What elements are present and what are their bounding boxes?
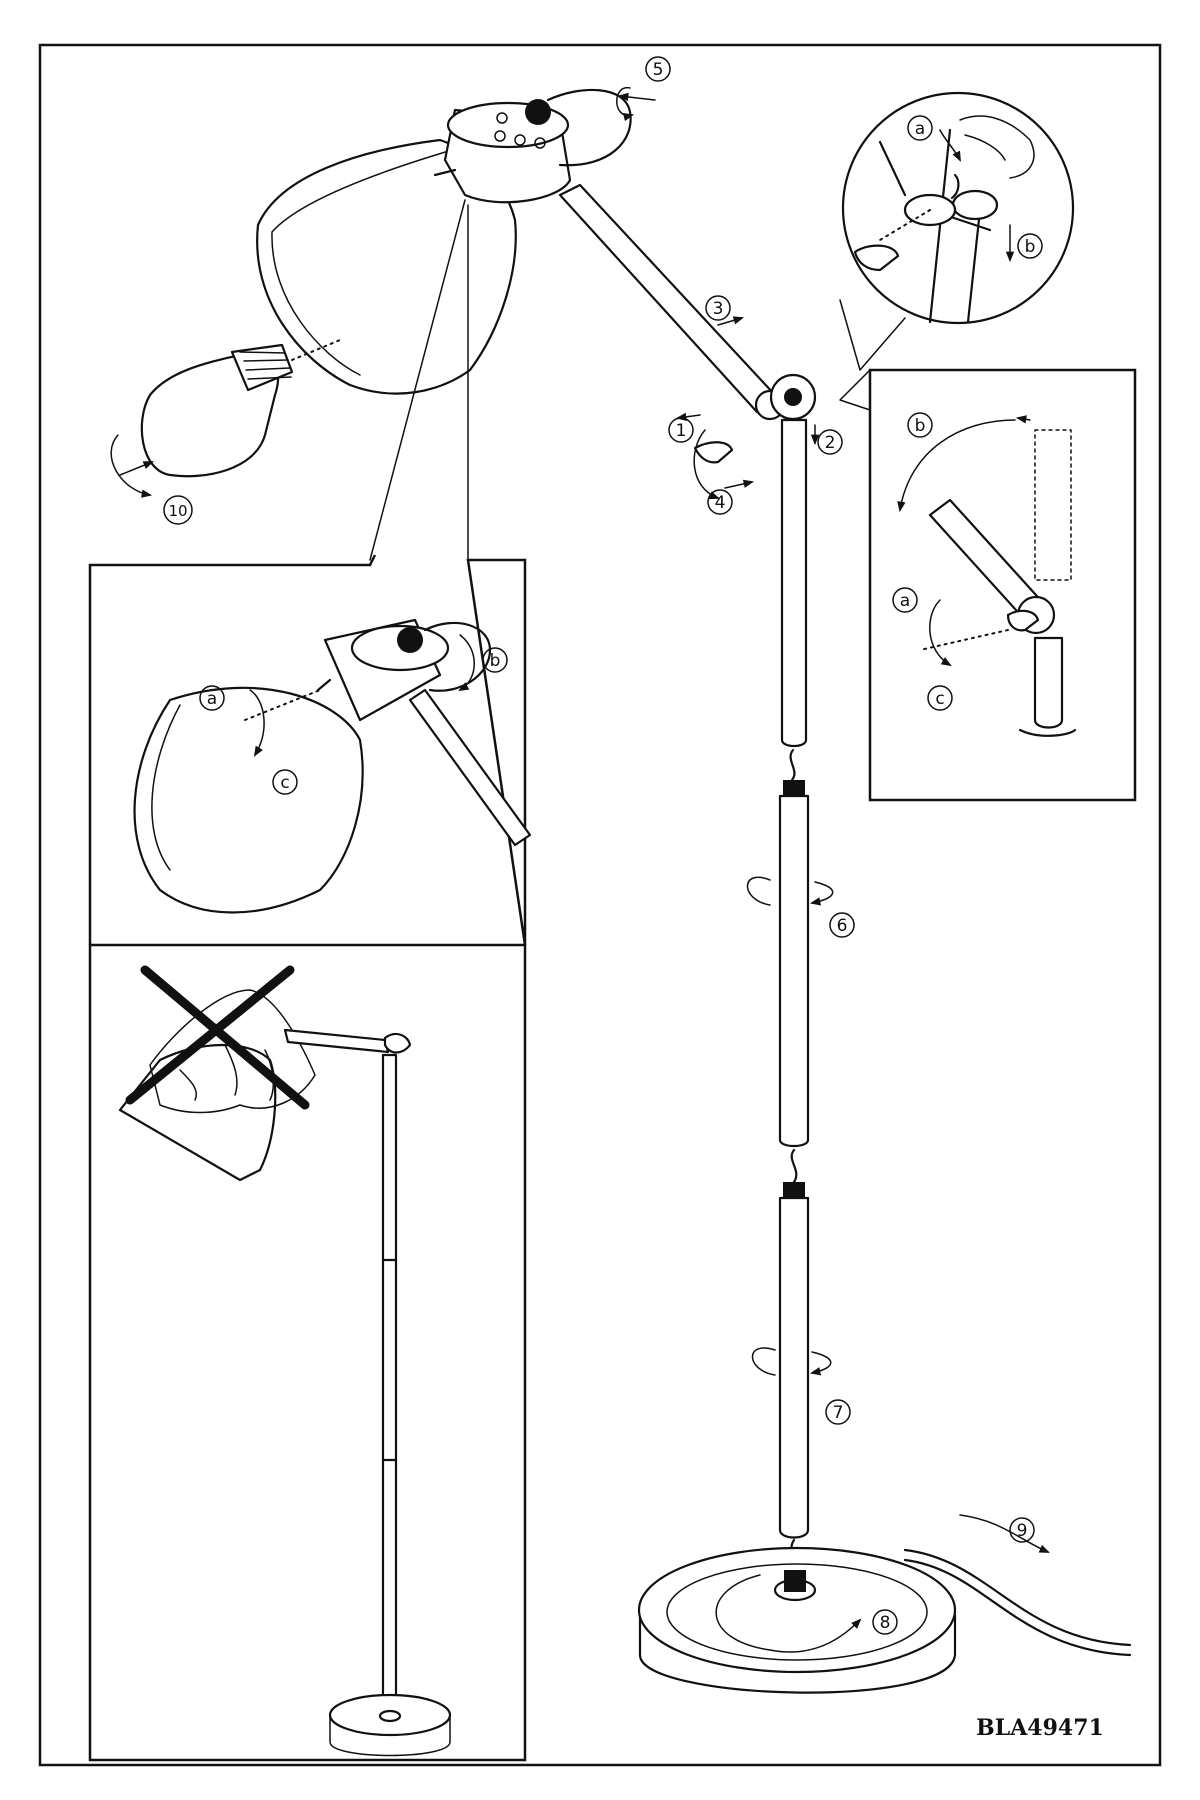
pole-middle xyxy=(778,794,810,1148)
box-substep-label-a: a xyxy=(900,591,910,611)
x-cross-icon xyxy=(125,965,310,1110)
step-label-7: 7 xyxy=(833,1403,844,1423)
lamp-shade xyxy=(256,138,517,395)
detail-box-shade-attach: a b c xyxy=(88,554,532,946)
page-border xyxy=(38,43,1162,1767)
step-label-1: 1 xyxy=(676,421,687,441)
step-label-4: 4 xyxy=(715,493,726,513)
detail-box-arm-angle: b a c xyxy=(839,368,1137,802)
shade-substep-label-b: b xyxy=(490,651,501,671)
model-code: BLA49471 xyxy=(976,1715,1104,1741)
lamp-base xyxy=(637,1546,957,1694)
shade-substep-label-a: a xyxy=(207,689,217,709)
detail-box-warning xyxy=(88,943,527,1762)
main-lamp xyxy=(140,88,1132,1694)
step-label-6: 6 xyxy=(837,916,848,936)
locking-key xyxy=(693,441,734,464)
shade-substep-label-c: c xyxy=(280,773,289,793)
step-label-9: 9 xyxy=(1017,1521,1028,1541)
box-substep-label-b: b xyxy=(915,416,926,436)
substep-label-b: b xyxy=(1025,237,1036,257)
pole-lower xyxy=(778,1196,810,1539)
substep-label-a: a xyxy=(915,119,925,139)
step-label-3: 3 xyxy=(713,299,724,319)
light-bulb xyxy=(140,339,341,478)
detail-circle-wiring: a b xyxy=(839,91,1075,371)
step-label-2: 2 xyxy=(825,433,836,453)
lamp-arm xyxy=(558,183,777,414)
hand-icon xyxy=(959,115,1035,179)
power-cable xyxy=(903,1548,1132,1647)
step-label-8: 8 xyxy=(880,1613,891,1633)
step-labels: 5 3 1 4 2 6 7 8 9 10 xyxy=(163,56,1035,1635)
pole-upper xyxy=(780,418,808,748)
step-label-10: 10 xyxy=(168,502,187,520)
step-label-5: 5 xyxy=(653,60,664,80)
box-substep-label-c: c xyxy=(935,689,944,709)
